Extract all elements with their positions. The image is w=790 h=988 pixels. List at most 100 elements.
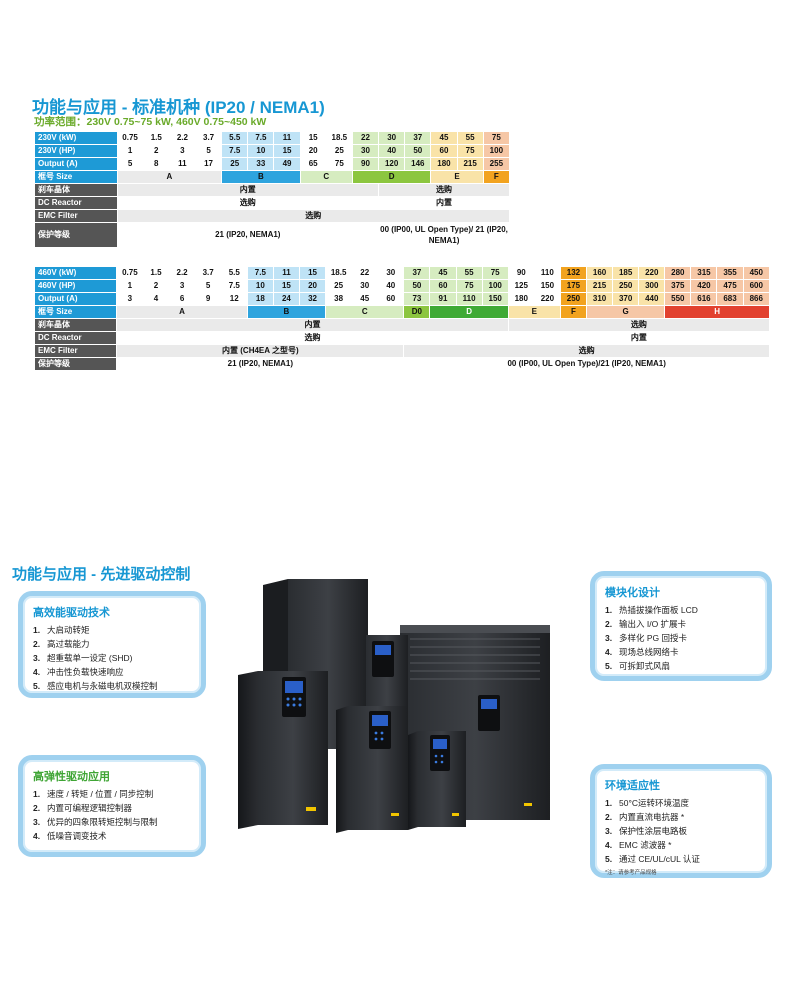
table-cell: 30	[351, 279, 379, 293]
table-row: DC Reactor 选购 内置	[33, 331, 771, 345]
power-range-subtitle: 功率范围：230V 0.75~75 kW, 460V 0.75~450 kW	[34, 116, 267, 128]
table-cell: 110	[455, 292, 483, 306]
table-cell: 2	[142, 279, 170, 293]
table-cell: 15	[298, 266, 327, 280]
row-header: 框号 Size	[34, 170, 118, 184]
table-cell: 5	[194, 144, 223, 158]
table-row: 保护等级 21 (IP20, NEMA1) 00 (IP00, UL Open …	[33, 357, 770, 371]
table-cell: 11	[168, 157, 196, 171]
table-cell: 355	[716, 266, 744, 280]
table-cell: 90	[507, 266, 535, 280]
table-cell: 22	[351, 131, 380, 145]
table-cell: 11	[272, 266, 300, 280]
frame-cell: F	[482, 170, 511, 184]
table-cell: 90	[351, 157, 380, 171]
table-cell: 125	[507, 279, 535, 293]
table-cell: 475	[716, 279, 744, 293]
table-cell: 2	[142, 144, 170, 158]
table-cell: 30	[378, 131, 406, 145]
table-cell: 100	[482, 144, 511, 158]
table-cell: 2.2	[168, 266, 196, 280]
table-cell: 75	[325, 157, 353, 171]
list-item: 2.输出入 I/O 扩展卡	[605, 619, 687, 629]
table-row: Output (A) 5 8 11 17 25 33 49 65 75 90 1…	[34, 157, 511, 171]
list-item: 4.现场总线网络卡	[605, 647, 679, 657]
table-cell: 60	[429, 279, 457, 293]
table-cell: 内置	[116, 318, 509, 332]
table-row: 230V (HP) 1 2 3 5 7.5 10 15 20 25 30 40 …	[34, 144, 511, 158]
table-cell: 215	[456, 157, 484, 171]
frame-cell: C	[325, 305, 405, 319]
callout-title: 环境适应性	[605, 780, 660, 792]
row-header: 保护等级	[34, 222, 118, 248]
frame-cell: B	[246, 305, 327, 319]
table-cell: 185	[612, 266, 640, 280]
table-row: 460V (HP) 1 2 3 5 7.5 10 15 20 25 30 40 …	[33, 279, 771, 293]
table-cell: 25	[221, 157, 249, 171]
table-cell: 550	[664, 292, 692, 306]
list-item: 3.超重载单一设定 (SHD)	[33, 653, 133, 663]
table-cell: 21 (IP20, NEMA1)	[116, 222, 380, 248]
table-cell: 15	[299, 131, 327, 145]
frame-cell: H	[664, 305, 770, 319]
table-cell: 10	[246, 279, 274, 293]
callout-title: 高弹性驱动应用	[33, 771, 110, 783]
table-cell: 8	[142, 157, 170, 171]
table-cell: 49	[273, 157, 301, 171]
list-item: 3.优异的四象限转矩控制与限制	[33, 817, 158, 827]
table-cell: 75	[481, 266, 509, 280]
table-cell: 440	[638, 292, 666, 306]
table-cell: 7.5	[220, 279, 248, 293]
list-item: 5.通过 CE/UL/cUL 认证	[605, 854, 700, 864]
row-header: DC Reactor	[34, 196, 118, 210]
table-cell: 7.5	[247, 131, 275, 145]
table-cell: 1.5	[142, 266, 170, 280]
table-row: 框号 Size A B C D E F	[34, 170, 511, 184]
table-cell: 15	[273, 144, 301, 158]
list-item: 4.低噪音调变技术	[33, 831, 107, 841]
list-item: 4.EMC 滤波器 *	[605, 840, 672, 850]
table-cell: 75	[456, 144, 484, 158]
table-cell: 18.5	[325, 266, 353, 280]
table-cell: 5.5	[220, 266, 248, 280]
table-cell: 37	[404, 131, 432, 145]
table-cell: 选购	[403, 344, 770, 358]
table-row: EMC Filter 内置 (CH4EA 之型号) 选购	[33, 344, 770, 358]
table-cell: 420	[690, 279, 718, 293]
table-cell: 32	[298, 292, 327, 306]
frame-cell: E	[430, 170, 484, 184]
table-cell: 选购	[116, 331, 509, 345]
table-row: 框号 Size A B C D0 D E F G H	[33, 305, 770, 319]
table-cell: 17	[194, 157, 223, 171]
frame-cell: D	[429, 305, 509, 319]
table-cell: 220	[638, 266, 666, 280]
table-cell: 1	[116, 144, 144, 158]
table-cell: 220	[533, 292, 561, 306]
table-cell: 30	[377, 266, 405, 280]
table-cell: 60	[430, 144, 458, 158]
table-cell: 24	[272, 292, 300, 306]
callout-modular-design: 模块化设计 1.热插拔操作面板 LCD 2.输出入 I/O 扩展卡 3.多样化 …	[590, 571, 772, 681]
table-cell: 33	[247, 157, 275, 171]
table-cell: 21 (IP20, NEMA1)	[116, 357, 405, 371]
table-cell: 1.5	[142, 131, 170, 145]
table-row: 刹车晶体 内置 选购	[34, 183, 510, 197]
table-row: 460V (kW) 0.75 1.5 2.2 3.7 5.5 7.5 11 15…	[33, 266, 771, 280]
table-cell: 选购	[116, 196, 380, 210]
table-cell: 6	[168, 292, 196, 306]
table-cell: 20	[299, 144, 327, 158]
table-cell: 300	[638, 279, 666, 293]
table-cell: 5	[116, 157, 144, 171]
table-cell: 280	[664, 266, 692, 280]
callout-environment: 环境适应性 1.50°C运转环境温度 2.内置直流电抗器 * 3.保护性涂层电路…	[590, 764, 772, 878]
table-cell: 132	[559, 266, 588, 280]
callout-title: 模块化设计	[605, 587, 660, 599]
row-header: 460V (kW)	[33, 266, 118, 280]
row-header: 刹车晶体	[33, 318, 118, 332]
table-row: Output (A) 3 4 6 9 12 18 24 32 38 45 60 …	[33, 292, 771, 306]
table-cell: 3.7	[194, 266, 222, 280]
table-row: DC Reactor 选购 内置	[34, 196, 510, 210]
table-cell: 255	[482, 157, 511, 171]
table-cell: 110	[533, 266, 561, 280]
row-header: Output (A)	[33, 292, 118, 306]
